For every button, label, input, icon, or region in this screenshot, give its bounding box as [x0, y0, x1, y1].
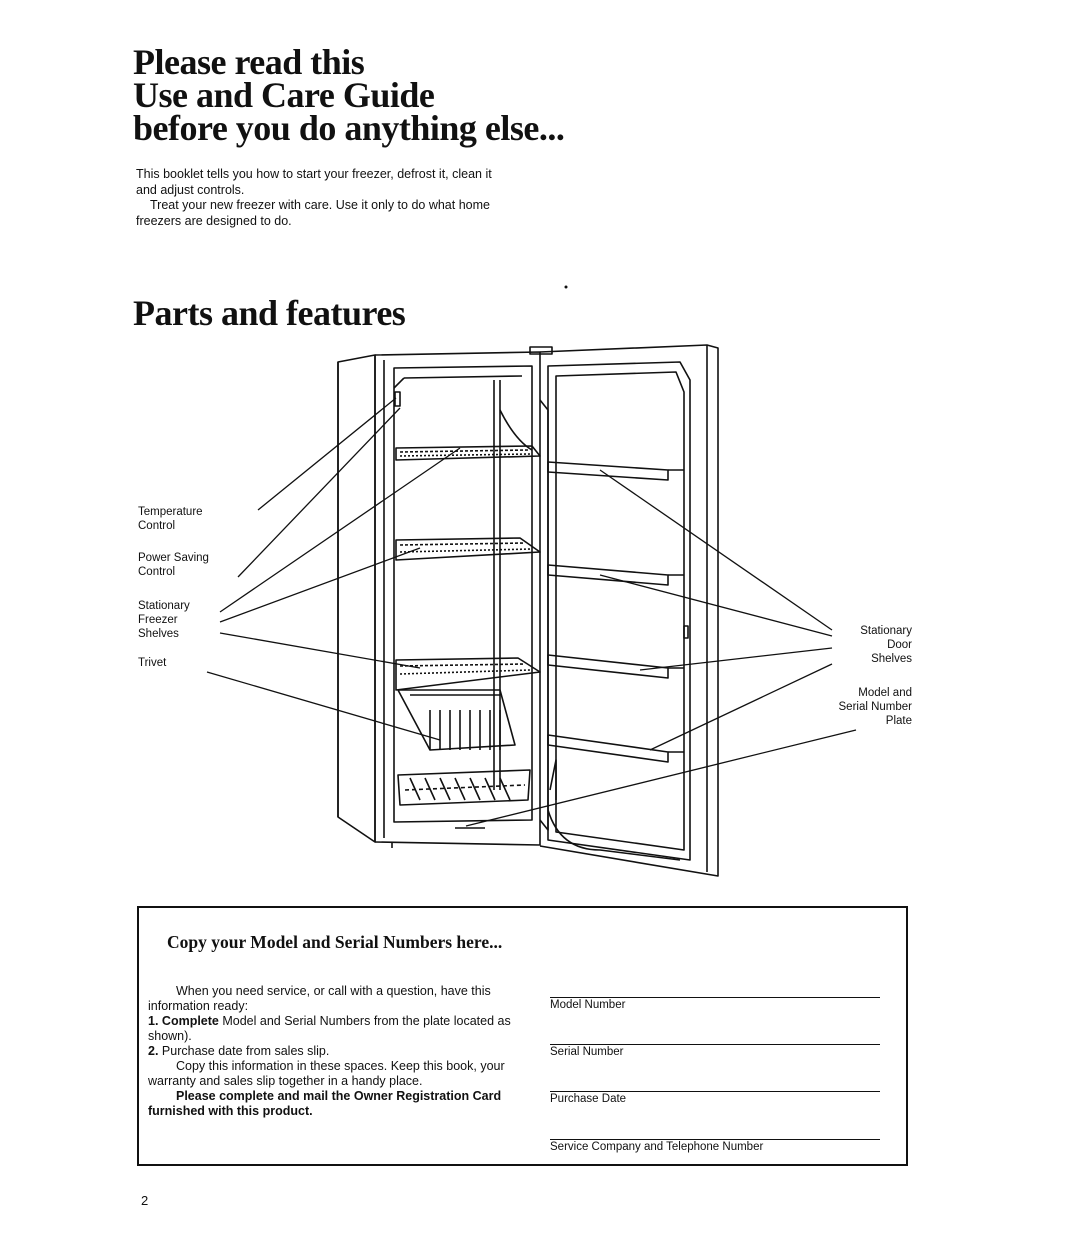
info-box-mail-text: Please complete and mail the Owner Regis… — [148, 1089, 536, 1119]
title-line-1: Please read this — [133, 42, 365, 82]
step-1-number: 1. — [148, 1014, 159, 1028]
label-temperature-line1: Temperature — [138, 506, 203, 518]
label-freezer-line1: Stationary — [138, 600, 190, 612]
intro-paragraph-1: This booklet tells you how to start your… — [136, 167, 492, 197]
page-number: 2 — [141, 1193, 149, 1208]
title-line-2: Use and Care Guide — [133, 75, 435, 115]
info-box-intro: When you need service, or call with a qu… — [148, 984, 491, 1013]
purchase-date-field[interactable]: Purchase Date — [550, 1091, 880, 1105]
info-box-copy-text: Copy this information in these spaces. K… — [148, 1059, 505, 1088]
label-plate-line1: Model and — [858, 687, 912, 699]
intro-paragraph-2: Treat your new freezer with care. Use it… — [136, 198, 490, 228]
label-stationary-door-shelves: Stationary Door Shelves — [812, 624, 912, 666]
label-plate-line2: Serial Number — [838, 701, 913, 713]
info-box-step-1: 1. Complete Model and Serial Numbers fro… — [148, 1014, 536, 1044]
title-line-3: before you do anything else... — [133, 108, 565, 148]
label-freezer-line2: Freezer — [138, 614, 178, 626]
label-power-line2: Control — [138, 566, 176, 578]
serial-number-field[interactable]: Serial Number — [550, 1044, 880, 1058]
title-block: Please read this Use and Care Guide befo… — [133, 42, 565, 148]
step-2-number: 2. — [148, 1044, 159, 1058]
info-box-heading: Copy your Model and Serial Numbers here.… — [167, 932, 503, 952]
label-power-saving-control: Power Saving Control — [138, 551, 209, 579]
label-model-serial-plate: Model and Serial Number Plate — [792, 686, 913, 728]
step-2-text: Purchase date from sales slip. — [161, 1044, 330, 1058]
label-trivet: Trivet — [138, 656, 166, 670]
info-box-step-2: 2. Purchase date from sales slip. — [148, 1044, 536, 1059]
model-serial-info-box: Copy your Model and Serial Numbers here.… — [137, 906, 908, 1166]
label-temperature-line2: Control — [138, 520, 176, 532]
parts-heading: Parts and features — [133, 293, 406, 333]
label-power-line1: Power Saving — [138, 552, 209, 564]
step-1-text: Model and Serial Numbers from the plate … — [148, 1014, 511, 1043]
label-trivet-text: Trivet — [138, 657, 167, 669]
label-door-line3: Shelves — [871, 653, 912, 665]
label-freezer-line3: Shelves — [138, 628, 179, 640]
label-door-line2: Door — [887, 639, 912, 651]
info-box-instructions: When you need service, or call with a qu… — [148, 984, 536, 1119]
label-door-line1: Stationary — [860, 625, 912, 637]
step-1-bold: Complete — [161, 1014, 219, 1028]
label-plate-line3: Plate — [885, 715, 912, 727]
label-temperature-control: Temperature Control — [138, 505, 203, 533]
intro-text: This booklet tells you how to start your… — [136, 167, 516, 229]
label-stationary-freezer-shelves: Stationary Freezer Shelves — [138, 599, 190, 641]
mail-text-bold: Please complete and mail the Owner Regis… — [148, 1089, 502, 1118]
model-number-field[interactable]: Model Number — [550, 997, 880, 1011]
service-company-field[interactable]: Service Company and Telephone Number — [550, 1139, 880, 1153]
